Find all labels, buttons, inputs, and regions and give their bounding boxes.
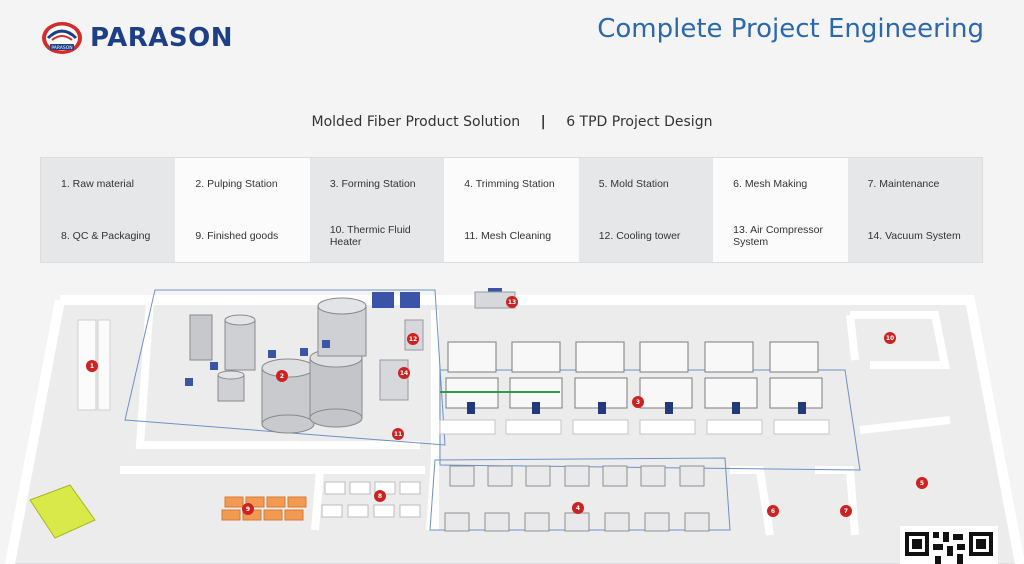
marker-trimming-station: 4 xyxy=(572,502,584,514)
subtitle: Molded Fiber Product Solution | 6 TPD Pr… xyxy=(0,114,1024,130)
brand-name: PARASON xyxy=(90,23,234,53)
subtitle-solution: Molded Fiber Product Solution xyxy=(311,114,521,130)
svg-text:7: 7 xyxy=(844,508,848,515)
subtitle-design: 6 TPD Project Design xyxy=(566,114,713,130)
svg-text:12: 12 xyxy=(409,336,417,343)
legend-item-raw-material: 1. Raw material xyxy=(41,158,176,210)
svg-text:8: 8 xyxy=(378,493,382,500)
legend-item-qc-packaging: 8. QC & Packaging xyxy=(41,210,176,262)
svg-text:1: 1 xyxy=(90,363,94,370)
marker-thermic-fluid-heater: 10 xyxy=(884,332,896,344)
svg-text:2: 2 xyxy=(280,373,284,380)
legend-item-cooling-tower: 12. Cooling tower xyxy=(578,210,714,262)
svg-text:14: 14 xyxy=(400,370,408,377)
legend-item-mold-station: 5. Mold Station xyxy=(578,158,714,210)
page-title: Complete Project Engineering xyxy=(597,14,984,44)
svg-text:9: 9 xyxy=(246,506,250,513)
parason-logo: PARASON PARASON xyxy=(40,20,233,56)
marker-vacuum-system: 14 xyxy=(398,367,410,379)
qr-code xyxy=(900,526,998,564)
marker-pulping-station: 2 xyxy=(276,370,288,382)
marker-finished-goods: 9 xyxy=(242,503,254,515)
svg-text:5: 5 xyxy=(920,480,924,487)
legend-item-thermic-fluid-heater: 10. Thermic Fluid Heater xyxy=(309,210,445,262)
svg-text:13: 13 xyxy=(508,299,516,306)
svg-text:11: 11 xyxy=(394,431,402,438)
marker-forming-station: 3 xyxy=(632,396,644,408)
svg-text:PARASON: PARASON xyxy=(51,45,72,51)
station-legend: 1. Raw material 2. Pulping Station 3. Fo… xyxy=(40,157,983,263)
svg-text:10: 10 xyxy=(886,335,894,342)
svg-text:6: 6 xyxy=(771,508,775,515)
svg-text:4: 4 xyxy=(576,505,580,512)
marker-mesh-making: 6 xyxy=(767,505,779,517)
marker-cooling-tower: 12 xyxy=(407,333,419,345)
marker-qc-packaging: 8 xyxy=(374,490,386,502)
marker-air-compressor: 13 xyxy=(506,296,518,308)
svg-text:3: 3 xyxy=(636,399,640,406)
legend-item-mesh-cleaning: 11. Mesh Cleaning xyxy=(444,210,579,262)
legend-item-mesh-making: 6. Mesh Making xyxy=(713,158,848,210)
subtitle-separator: | xyxy=(540,114,546,130)
legend-item-vacuum-system: 14. Vacuum System xyxy=(847,210,982,262)
legend-item-forming-station: 3. Forming Station xyxy=(309,158,445,210)
parason-emblem-icon: PARASON xyxy=(42,22,82,54)
legend-item-air-compressor: 13. Air Compressor System xyxy=(713,210,848,262)
marker-mesh-cleaning: 11 xyxy=(392,428,404,440)
marker-mold-station: 5 xyxy=(916,477,928,489)
legend-item-pulping-station: 2. Pulping Station xyxy=(175,158,310,210)
plant-layout-illustration xyxy=(5,288,1024,564)
legend-item-maintenance: 7. Maintenance xyxy=(847,158,982,210)
legend-item-trimming-station: 4. Trimming Station xyxy=(444,158,579,210)
qr-code-icon xyxy=(905,532,993,564)
marker-maintenance: 7 xyxy=(840,505,852,517)
station-markers: 1 2 3 4 5 6 7 8 9 10 11 12 13 14 xyxy=(86,296,928,517)
marker-raw-material: 1 xyxy=(86,360,98,372)
legend-item-finished-goods: 9. Finished goods xyxy=(175,210,310,262)
